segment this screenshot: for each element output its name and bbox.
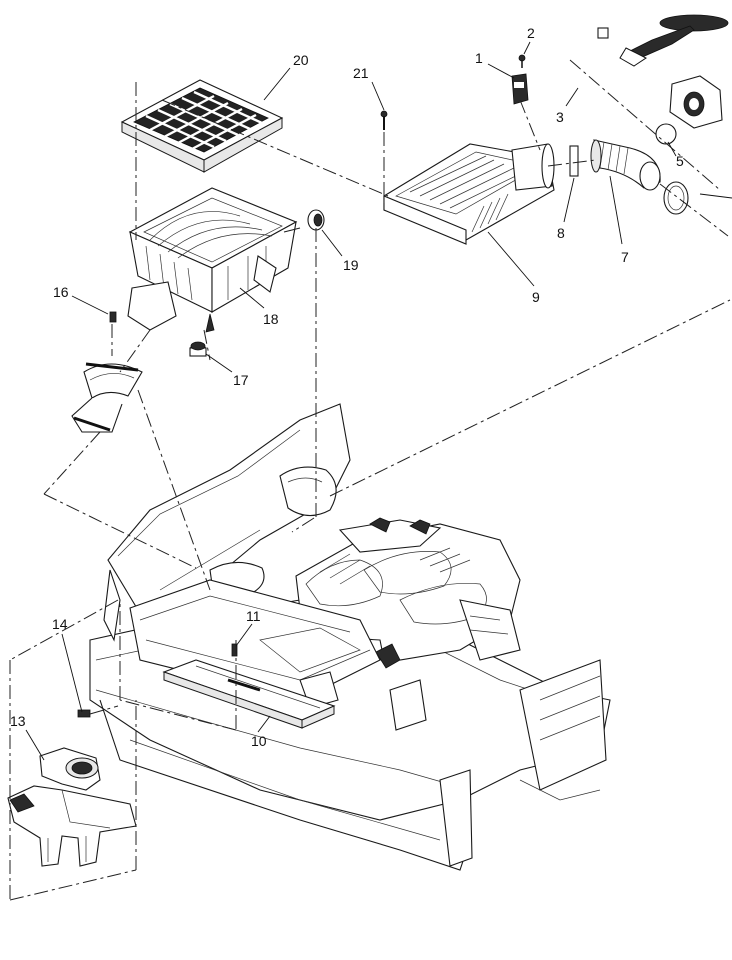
callout-17: 17 [233, 372, 249, 388]
clamp-5 [655, 123, 677, 145]
callout-11: 11 [246, 608, 261, 624]
lower-air-inlet [7, 747, 137, 867]
callout-18: 18 [263, 311, 279, 327]
callout-14: 14 [52, 616, 68, 632]
callout-10: 10 [251, 733, 267, 749]
air-cleaner-upper-housing [383, 143, 555, 245]
pcv-hose [554, 27, 625, 112]
bolt-14 [77, 709, 91, 718]
callout-21: 21 [353, 65, 369, 81]
leader-lines [25, 41, 732, 761]
callout-8: 8 [557, 225, 565, 241]
air-deflector [162, 659, 336, 729]
mass-air-flow-sensor [511, 73, 529, 105]
bolt-11 [231, 643, 238, 657]
lower-grommet [189, 341, 207, 357]
callout-5: 5 [676, 153, 684, 169]
duct-seal [569, 145, 579, 177]
callout-19: 19 [343, 257, 359, 273]
bolt-21 [380, 110, 388, 130]
callout-7: 7 [621, 249, 629, 265]
callout-labels: 20 21 1 2 3 5 7 8 9 19 18 16 17 11 10 14… [10, 25, 684, 749]
callout-20: 20 [293, 52, 309, 68]
duct-clamp [663, 181, 689, 215]
callout-9: 9 [532, 289, 540, 305]
air-cleaner-element [120, 79, 284, 173]
housing-grommet [283, 209, 325, 233]
throttle-body [669, 75, 723, 129]
air-intake-duct [590, 139, 661, 191]
assembly-lines [9, 59, 731, 901]
front-direction-arrow-icon [619, 14, 729, 67]
bolt-16 [109, 311, 117, 323]
callout-13: 13 [10, 713, 26, 729]
air-cleaner-lower-housing [127, 187, 298, 333]
callout-1: 1 [475, 50, 483, 66]
air-inlet-duct [71, 362, 143, 433]
sensor-screw [518, 54, 526, 68]
callout-16: 16 [53, 284, 69, 300]
callout-3: 3 [556, 109, 564, 125]
callout-2: 2 [527, 25, 535, 41]
